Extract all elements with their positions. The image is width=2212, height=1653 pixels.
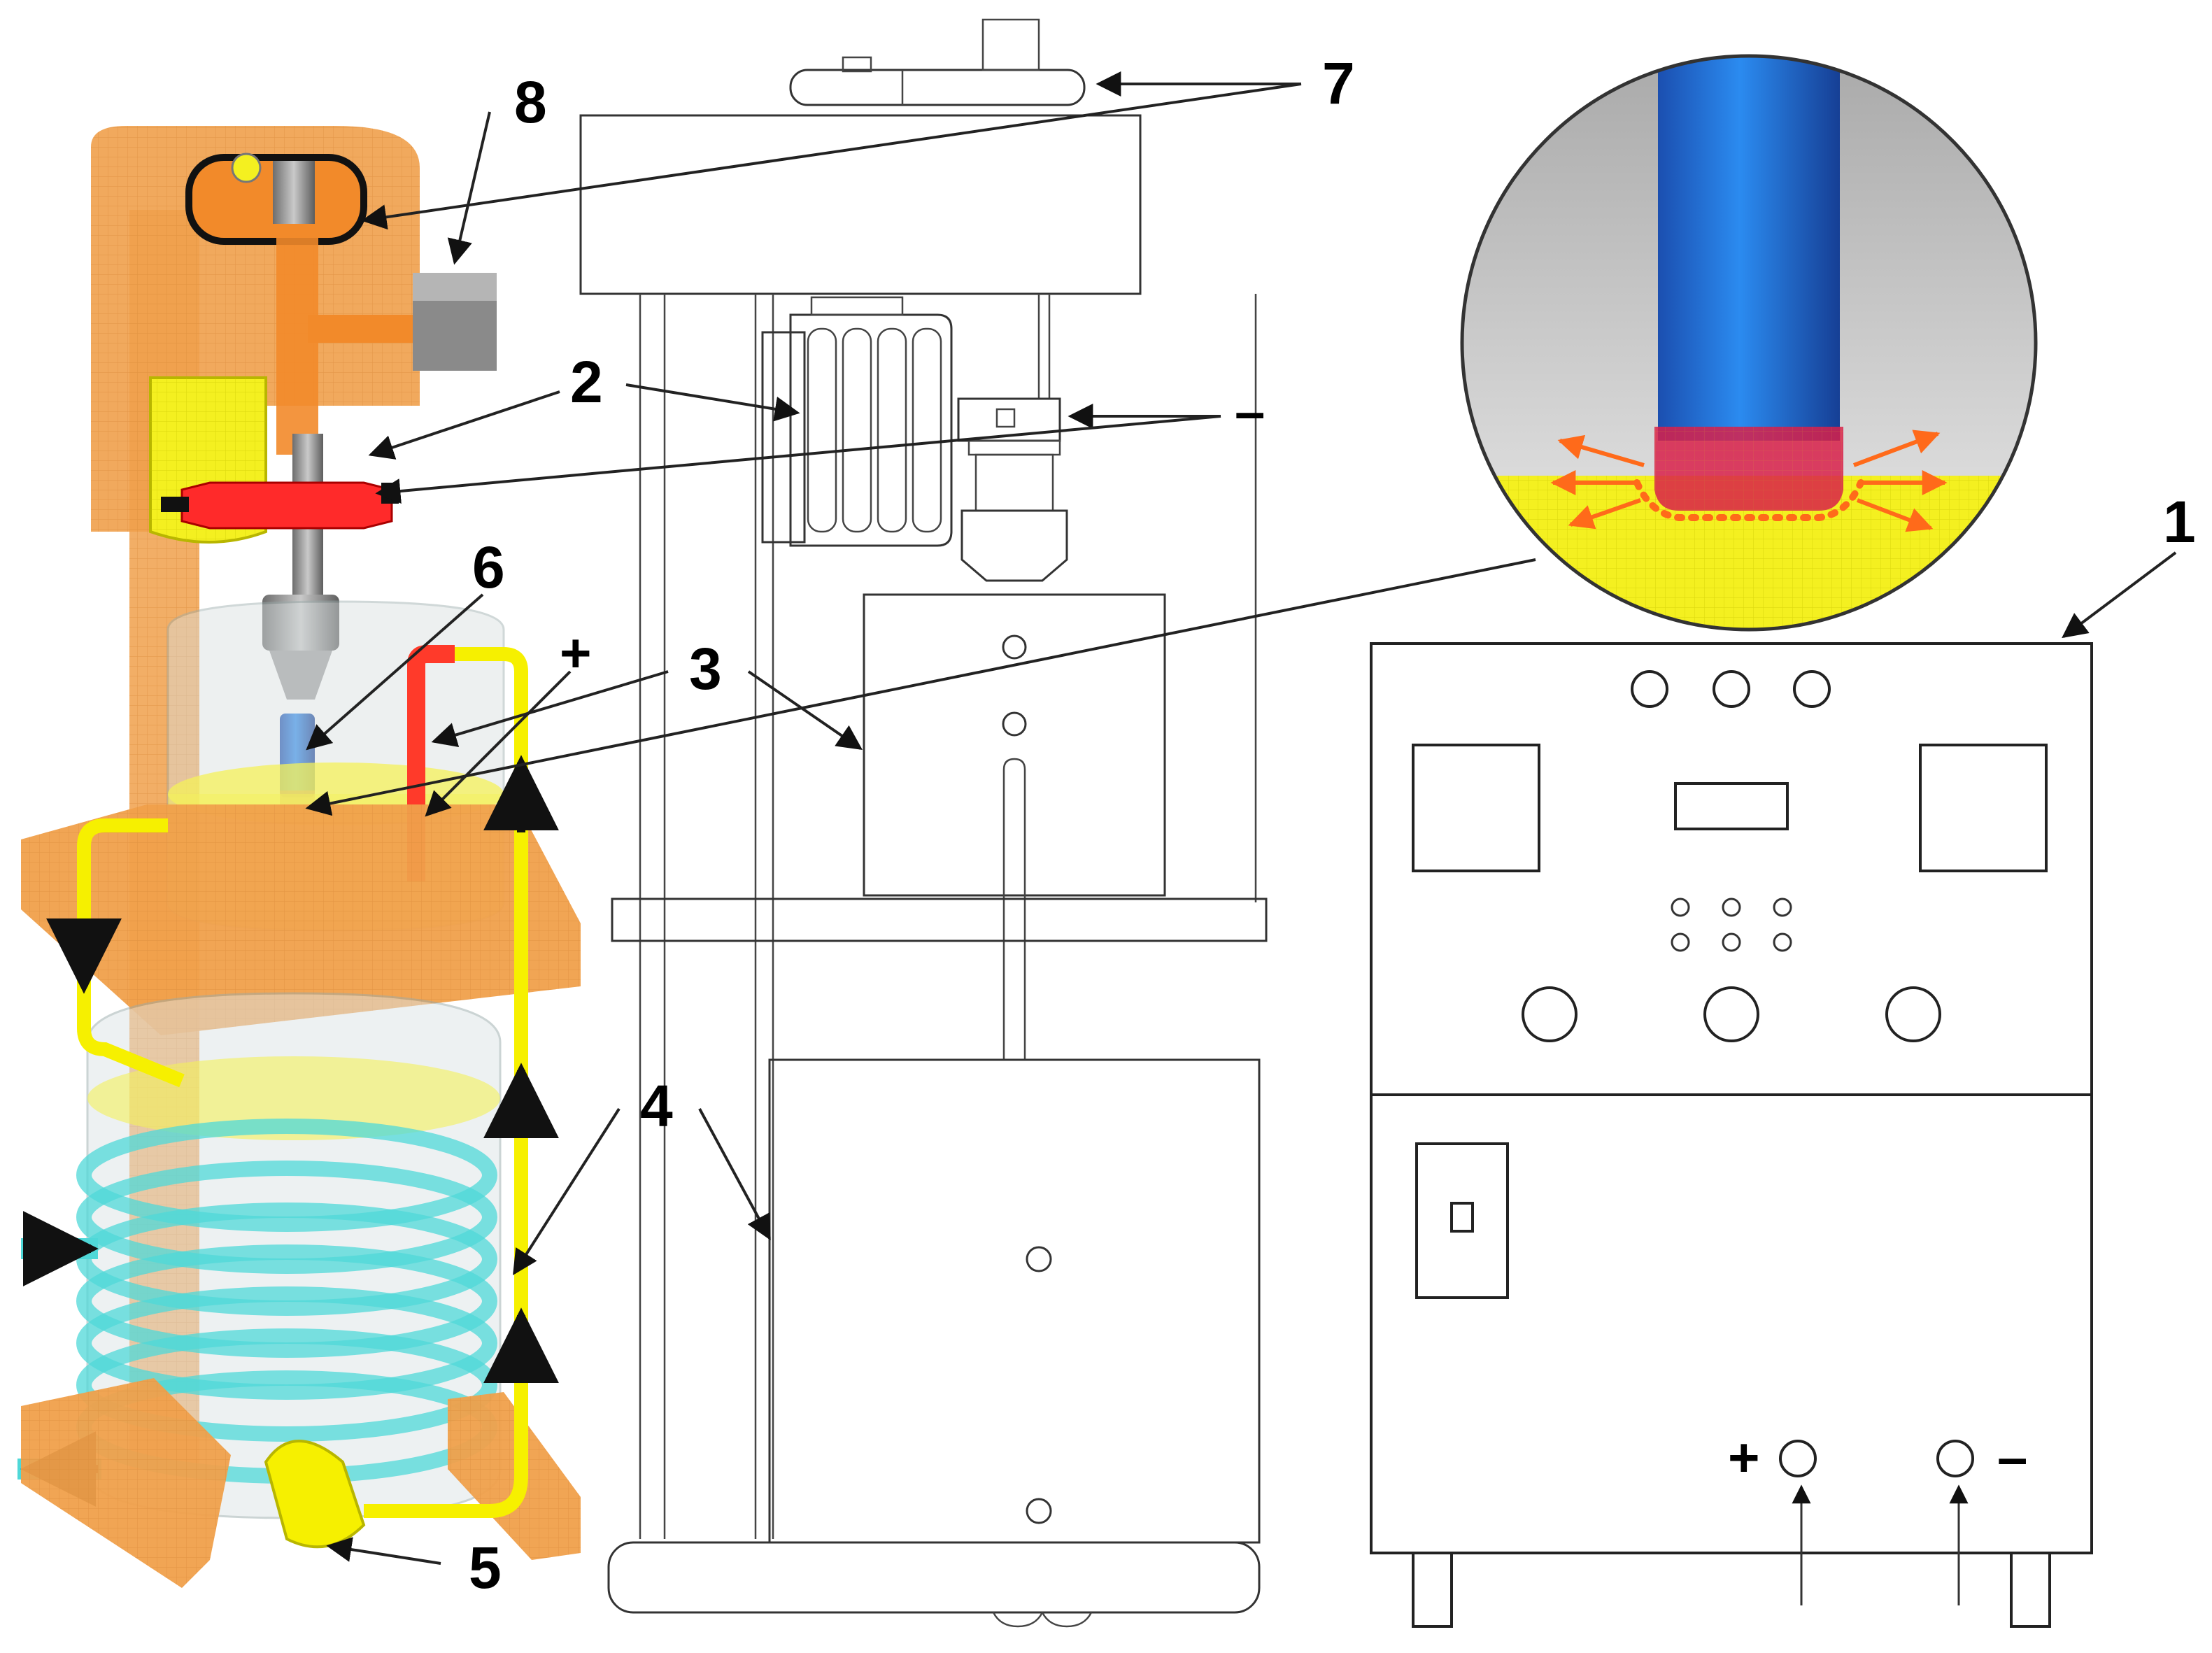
- callout-3: 3: [689, 636, 722, 702]
- callout-plus-psu: +: [1728, 1426, 1760, 1488]
- callout-2: 2: [570, 349, 603, 415]
- knob: [1522, 986, 1578, 1042]
- callout-1: 1: [2163, 489, 2196, 555]
- psu-cabinet: [1370, 642, 2093, 1554]
- callout-labels: 8 7 2 – 6 + 3 4 5 1 + –: [469, 50, 2196, 1601]
- pump: [264, 1440, 366, 1549]
- callout-7: 7: [1322, 50, 1355, 116]
- power-switch: [1450, 1202, 1474, 1233]
- callout-4: 4: [640, 1073, 673, 1139]
- apparatus-3d: [17, 126, 581, 1588]
- callout-5: 5: [469, 1535, 502, 1601]
- spindle-pulley: [273, 161, 315, 224]
- meter-left: [1412, 744, 1540, 872]
- meter-right: [1919, 744, 2048, 872]
- callout-plus-left: +: [560, 622, 592, 683]
- pulley-belt: [789, 69, 1086, 106]
- callout-6: 6: [472, 534, 505, 600]
- supply-pipe: [364, 647, 528, 1518]
- callout-minus-psu: –: [1997, 1426, 2027, 1488]
- knob: [1703, 986, 1759, 1042]
- display: [1674, 782, 1789, 830]
- head-block: [579, 114, 1142, 295]
- knob: [1885, 986, 1941, 1042]
- electrode-zoom: [1658, 56, 1840, 441]
- shelf: [611, 898, 1268, 942]
- tank-outline: [768, 1058, 1261, 1544]
- base-outline: [607, 1541, 1261, 1614]
- spindle-tube: [276, 224, 318, 455]
- cell-outline: [863, 593, 1166, 897]
- apparatus-front-view: [579, 18, 1268, 1628]
- motor-shaft-top: [981, 18, 1040, 71]
- terminal-positive: [1779, 1440, 1817, 1477]
- anode-tube: [407, 645, 455, 881]
- chuck-outline: [960, 509, 1068, 582]
- chuck: [262, 595, 339, 651]
- power-supply: [1370, 642, 2093, 1628]
- motor-outline: [761, 296, 953, 547]
- detail-zoom: [1460, 54, 2038, 632]
- callout-minus-mid: –: [1235, 381, 1265, 442]
- spark-arrow-icon: [1550, 430, 1948, 532]
- clamp: [180, 481, 393, 530]
- switch-panel: [1415, 1142, 1509, 1299]
- callout-8: 8: [514, 69, 547, 135]
- terminal-negative: [1936, 1440, 1974, 1477]
- leader-lines: [305, 71, 2177, 1565]
